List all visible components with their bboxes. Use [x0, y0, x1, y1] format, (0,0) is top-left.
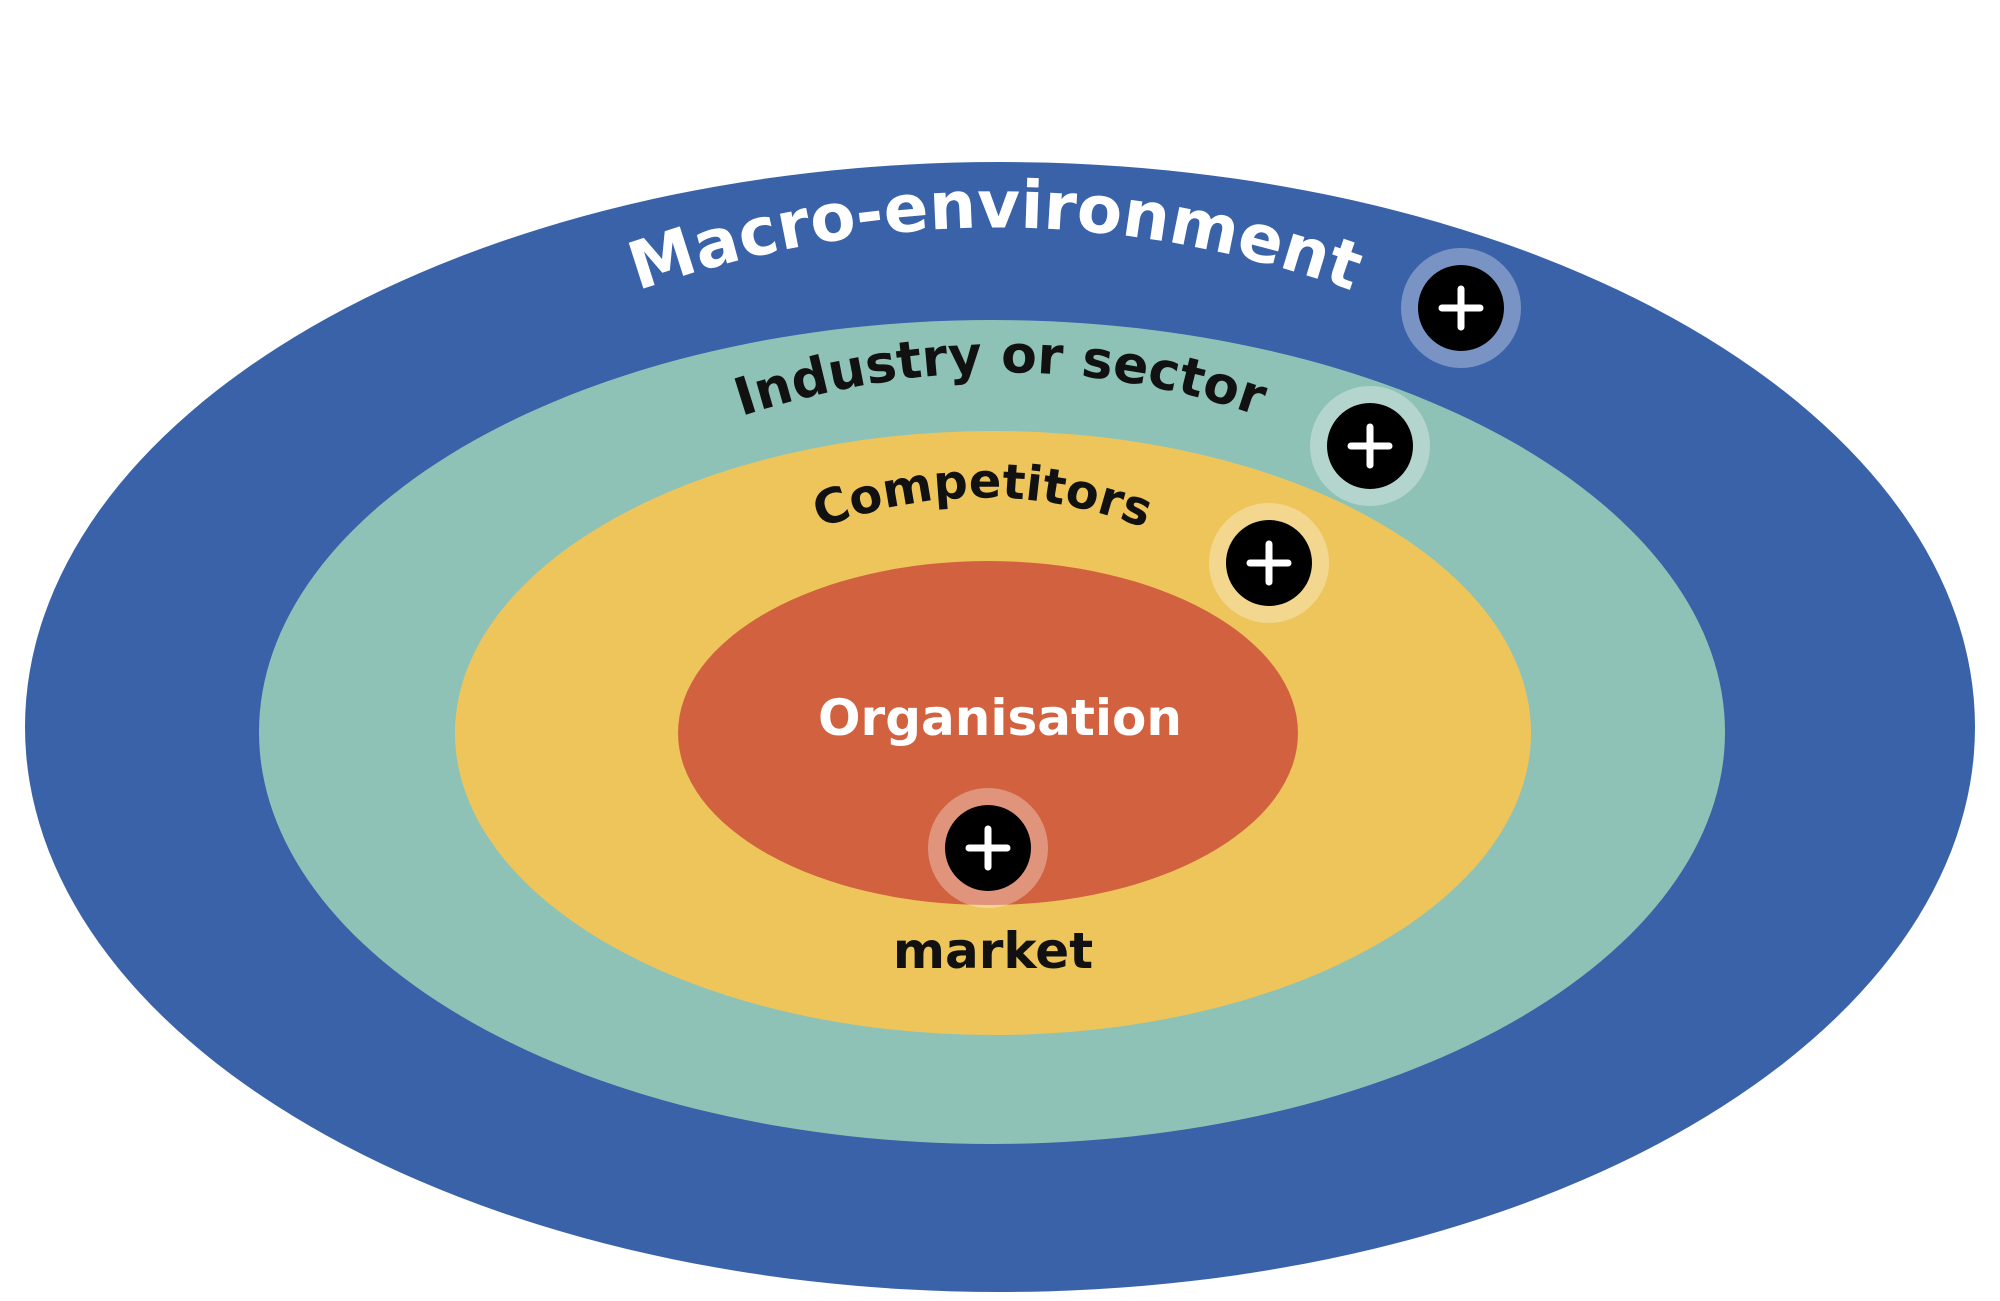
- plus-icon: [965, 825, 1011, 871]
- macro-environment-plus-button[interactable]: [1401, 248, 1521, 368]
- plus-icon: [1246, 540, 1292, 586]
- organisation-ellipse: [678, 561, 1298, 905]
- competitors-plus-button[interactable]: [1209, 503, 1329, 623]
- industry-plus-button[interactable]: [1310, 386, 1430, 506]
- organisation-label: Organisation: [818, 689, 1182, 747]
- plus-icon: [1438, 285, 1484, 331]
- plus-icon: [1347, 423, 1393, 469]
- market-label: market: [893, 922, 1093, 980]
- market-plus-button[interactable]: [928, 788, 1048, 908]
